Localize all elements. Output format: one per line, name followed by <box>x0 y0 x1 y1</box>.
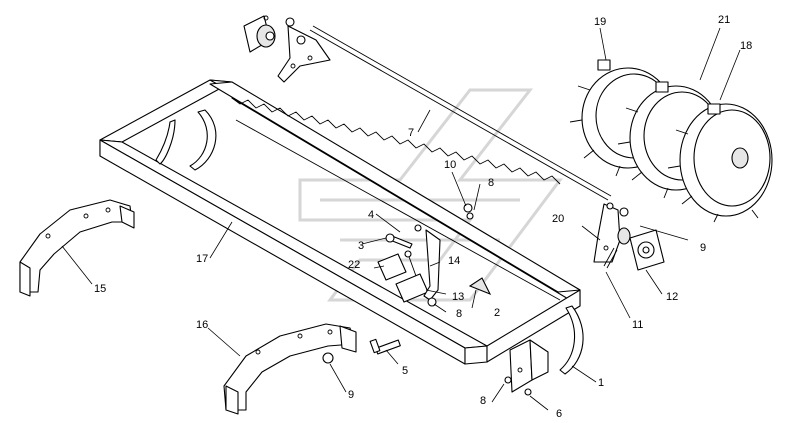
callout-9a: 9 <box>700 242 706 254</box>
callout-8a: 8 <box>488 177 494 189</box>
callout-8c: 8 <box>480 395 486 407</box>
curved-tine <box>155 109 584 375</box>
shaft-part <box>309 25 612 201</box>
callout-19: 19 <box>594 16 606 28</box>
callout-6: 6 <box>556 408 562 418</box>
callout-13: 13 <box>452 291 464 303</box>
callout-1: 1 <box>598 377 604 389</box>
bolt <box>322 338 401 364</box>
callout-3: 3 <box>358 240 364 252</box>
callout-15: 15 <box>94 283 106 295</box>
callout-11: 11 <box>632 319 643 331</box>
callout-14: 14 <box>448 255 460 267</box>
top-arm-bracket <box>277 17 331 83</box>
callout-5: 5 <box>402 365 408 377</box>
callout-7: 7 <box>408 127 414 139</box>
small-spring-pin <box>603 247 618 269</box>
callout-8b: 8 <box>456 308 462 320</box>
top-bearing <box>243 15 276 53</box>
callout-20: 20 <box>552 213 564 225</box>
left-side-bracket <box>19 199 135 297</box>
callout-labels: 1 2 3 4 5 6 7 8 8 8 9 9 10 11 12 13 14 1… <box>94 14 752 420</box>
callout-18: 18 <box>740 40 752 52</box>
callout-17: 17 <box>196 253 208 265</box>
callout-12: 12 <box>666 291 678 303</box>
callout-10: 10 <box>444 159 456 171</box>
callout-9b: 9 <box>348 389 354 401</box>
callout-22: 22 <box>348 259 360 271</box>
callout-4: 4 <box>368 209 374 221</box>
callout-16: 16 <box>196 319 208 331</box>
lower-bracket <box>223 323 357 415</box>
right-bearing-flange <box>629 229 665 271</box>
spiked-wheel-3 <box>667 103 773 223</box>
leader-lines <box>61 27 741 411</box>
callout-21: 21 <box>718 14 730 26</box>
bottom-mount-bracket <box>504 339 549 396</box>
right-arm-bracket <box>593 202 631 263</box>
callout-2: 2 <box>494 307 500 319</box>
main-frame <box>99 79 581 365</box>
